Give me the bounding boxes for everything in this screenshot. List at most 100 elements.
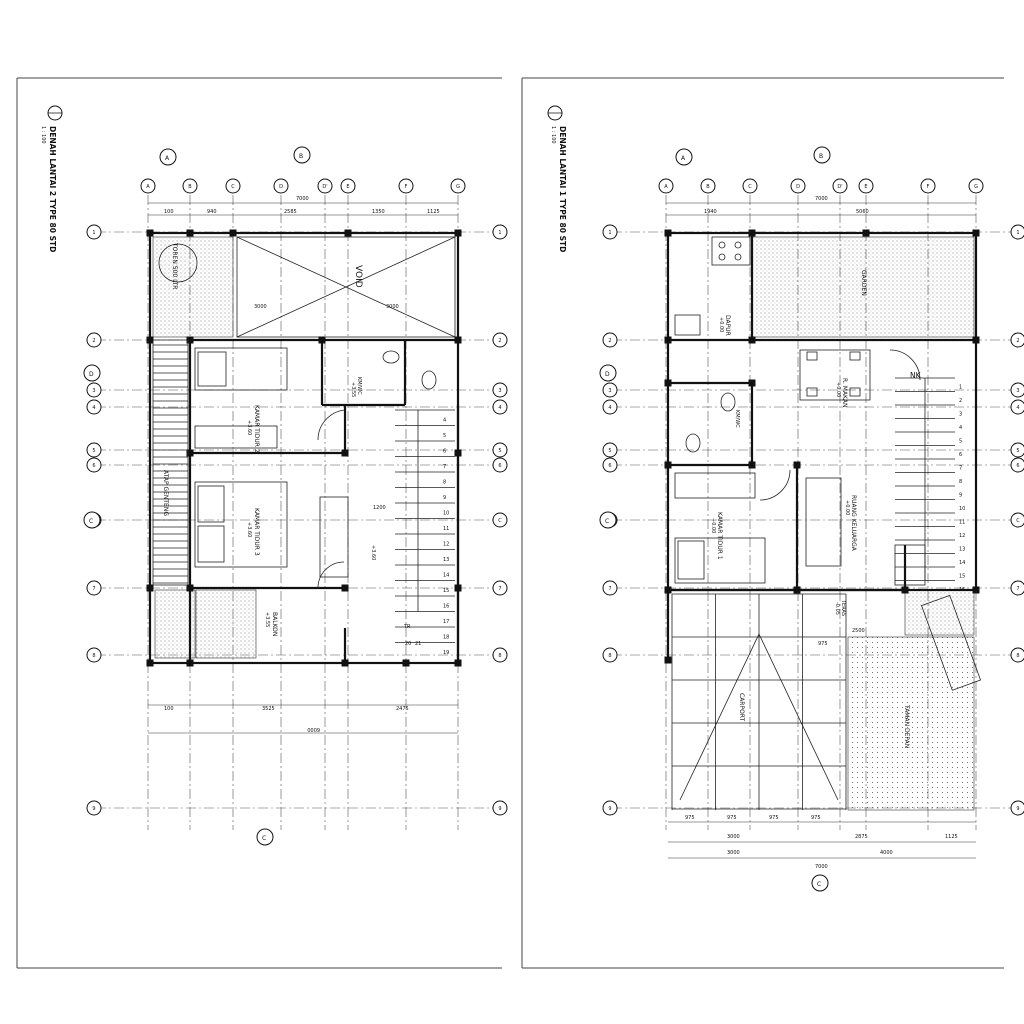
structural-column [664, 229, 672, 237]
left-misc-text: 3000 3000 1200 TR [254, 304, 411, 630]
grid-bubble-row [492, 647, 508, 663]
room-level-kmwc: +3.55 [350, 382, 356, 397]
sink-icon [674, 314, 701, 336]
grid-label-row: 6 [1016, 463, 1019, 469]
stair-number: 6 [443, 449, 446, 455]
structural-column [972, 336, 980, 344]
grid-bubble-row [492, 332, 508, 348]
room-label-kamar-3: KAMAR TIDUR 3 [253, 508, 260, 556]
sheet-frames [16, 77, 1004, 969]
room-label-toren: TOREN 500 LTR [171, 242, 178, 289]
room-level-kamar-3: +3.60 [246, 522, 252, 537]
grid-label-row: 2 [608, 338, 611, 344]
right-bdim-f: 2875 [855, 834, 868, 840]
grid-bubble-col [742, 178, 758, 194]
grid-label-col: D' [837, 184, 842, 190]
grid-bubble-row [492, 382, 508, 398]
left-dim-c1: 100 [164, 209, 174, 215]
grid-label-row: 6 [498, 463, 501, 469]
stair-number: 17 [443, 619, 449, 625]
stair-number: 8 [959, 479, 962, 485]
stair-number: 6 [959, 452, 962, 458]
left-plan-scale: 1 : 100 [40, 126, 46, 144]
room-label-carport: CARPORT [738, 693, 745, 722]
grid-label-row: 2 [498, 338, 501, 344]
grid-bubble-row [86, 457, 102, 473]
stair-number: 18 [443, 635, 449, 641]
grid-label-row: 1 [498, 230, 501, 236]
left-toren-area [152, 236, 234, 338]
grid-bubble-col [317, 178, 333, 194]
grid-label-row: 5 [608, 448, 611, 454]
structural-column [664, 336, 672, 344]
grid-bubble-row [492, 512, 508, 528]
sink-icon [382, 350, 400, 364]
right-section-marks: A B C D C [599, 146, 831, 892]
room-label-kamar-2: KAMAR TIDUR 2 [253, 405, 260, 453]
room-label-garden: GARDEN [860, 270, 867, 296]
structural-column [186, 449, 194, 457]
room-level-kamar-2: +3.60 [246, 420, 252, 435]
grid-label-col: B [706, 184, 710, 190]
door-swing-icon [317, 561, 345, 589]
room-label-void: VOID [353, 265, 363, 288]
structural-column [341, 449, 349, 457]
carport-paving [671, 593, 847, 810]
left-misc-3000: 3000 [254, 304, 267, 310]
right-misc-975: 975 [818, 641, 828, 647]
right-bdim-e: 3000 [727, 834, 740, 840]
stair-number: 14 [959, 560, 965, 566]
grid-bubble-col [225, 178, 241, 194]
structural-column [454, 584, 462, 592]
grid-bubble-row [1010, 442, 1024, 458]
stair-number: 5 [959, 439, 962, 445]
left-roof-rafters [152, 339, 189, 586]
grid-label-row: 4 [92, 405, 95, 411]
structural-column [664, 461, 672, 469]
structural-column [748, 461, 756, 469]
left-misc-1200: 1200 [373, 505, 386, 511]
room-label-rmakan: R. MAKAN [841, 378, 848, 407]
room-label-kmwc: KM/WC [356, 377, 362, 395]
roof-strip [152, 339, 189, 586]
grid-label-col: D [279, 184, 283, 190]
structural-column [748, 336, 756, 344]
structural-column [146, 336, 154, 344]
grid-bubble-row [86, 442, 102, 458]
toilet-icon [685, 433, 701, 453]
right-plan-title: DENAH LANTAI 1 TYPE 80 STD [558, 126, 567, 252]
grid-bubble-row [492, 442, 508, 458]
left-bdim-3: 2475 [396, 706, 409, 712]
grid-label-row: 4 [608, 405, 611, 411]
grid-bubble-row [602, 647, 618, 663]
left-misc-tr: TR [403, 624, 411, 630]
grid-label-row: 8 [498, 653, 501, 659]
structural-column [664, 379, 672, 387]
room-label-balkon: BALKON [271, 612, 278, 636]
right-bdim-c: 975 [769, 815, 779, 821]
grid-label-row: C [498, 518, 502, 524]
left-furniture [158, 243, 437, 589]
grid-bubble-row [86, 382, 102, 398]
room-level-balkon: +3.55 [264, 612, 270, 627]
stair-number: 14 [443, 573, 449, 579]
grid-bubble-row [1010, 224, 1024, 240]
svg-text:D: D [89, 371, 94, 378]
grid-bubble-row [602, 580, 618, 596]
left-bottom-dimensions: 100 3525 2475 6000 [148, 704, 458, 734]
stair-number: 4 [443, 418, 446, 424]
grid-label-row: 3 [92, 388, 95, 394]
grid-bubble-row [602, 224, 618, 240]
structural-column [664, 586, 672, 594]
structural-column [146, 584, 154, 592]
tv-console [894, 544, 926, 586]
right-bdim-d: 975 [811, 815, 821, 821]
structural-column [229, 229, 237, 237]
grid-bubble-col [832, 178, 848, 194]
grid-label-row: 5 [92, 448, 95, 454]
structural-column [972, 229, 980, 237]
grid-label-col: D [796, 184, 800, 190]
toilet-icon [421, 370, 437, 390]
structural-column [793, 586, 801, 594]
